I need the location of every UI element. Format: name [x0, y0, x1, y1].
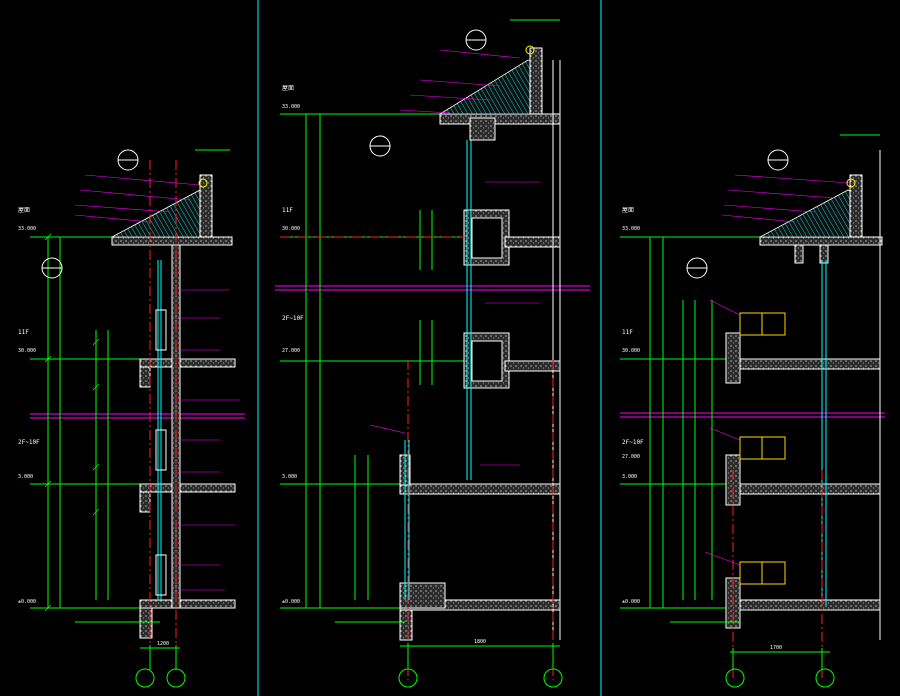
level-label-roof: 屋面 [622, 207, 634, 214]
level-label-typical: 2F~10F [622, 439, 644, 446]
grid-bubble [135, 668, 155, 688]
level-value: ±0.000 [622, 599, 640, 605]
level-value: 3.000 [622, 474, 637, 480]
level-value: 27.000 [282, 348, 300, 354]
axis-dimension: 1700 [770, 645, 782, 651]
level-value: 30.000 [18, 348, 36, 354]
level-value: 3.000 [18, 474, 33, 480]
middle-section: 屋面 33.000 11F 30.000 2F~10F 27.000 3.000… [275, 19, 590, 688]
level-value: 30.000 [622, 348, 640, 354]
level-label-11f: 11F [18, 329, 29, 336]
grid-bubble [166, 668, 186, 688]
grid-bubble [725, 668, 745, 688]
level-value: 30.000 [282, 226, 300, 232]
grid-bubble [815, 668, 835, 688]
level-label-roof: 屋面 [18, 207, 30, 214]
level-value: 3.000 [282, 474, 297, 480]
level-label-typical: 2F~10F [282, 315, 304, 322]
axis-dimension: 1200 [157, 641, 169, 647]
level-label-11f: 11F [622, 329, 633, 336]
level-value: 27.000 [622, 454, 640, 460]
axis-dimension: 1800 [474, 639, 486, 645]
level-value: ±0.000 [282, 599, 300, 605]
level-value: 33.000 [18, 226, 36, 232]
right-section: 屋面 33.000 11F 30.000 2F~10F 27.000 3.000… [620, 134, 885, 688]
level-value: 33.000 [282, 104, 300, 110]
level-value: ±0.000 [18, 599, 36, 605]
level-label-roof: 屋面 [282, 85, 294, 92]
level-label-typical: 2F~10F [18, 439, 40, 446]
level-label-11f: 11F [282, 207, 293, 214]
grid-bubble [543, 668, 563, 688]
grid-bubble [398, 668, 418, 688]
level-value: 33.000 [622, 226, 640, 232]
left-section: 屋面 33.000 11F 30.000 2F~10F 3.000 ±0.000… [18, 149, 245, 688]
